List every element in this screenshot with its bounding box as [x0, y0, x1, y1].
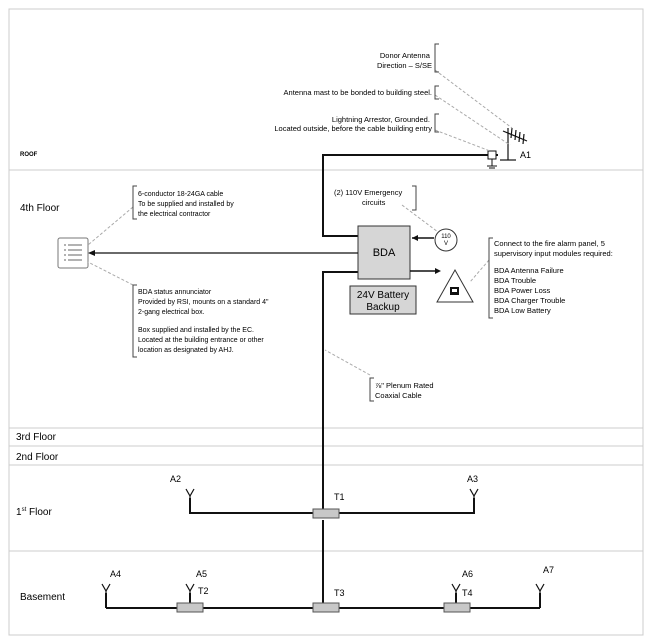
antenna-label-A6: A6 [462, 569, 473, 579]
antenna-A2 [185, 488, 195, 500]
floor-label-roof: ROOF [20, 152, 38, 158]
tap-label-T4: T4 [462, 588, 473, 598]
floor-label-basement: Basement [20, 592, 65, 603]
donor-antenna-label: A1 [520, 150, 531, 160]
tap-label-T2: T2 [198, 586, 209, 596]
fire-alarm-icon [436, 268, 474, 303]
coax-trunk [105, 154, 541, 609]
antenna-A5 [185, 583, 195, 595]
tap-label-T1: T1 [334, 492, 345, 502]
callout-coax: ⅞" Plenum Rated Coaxial Cable [375, 381, 436, 400]
annunciator-icon [57, 237, 89, 269]
callout-mast: Antenna mast to be bonded to building st… [284, 88, 432, 97]
power-outlet-icon [434, 228, 458, 252]
tap-T1 [312, 508, 340, 519]
callout-fire-alarm: Connect to the fire alarm panel, 5 super… [494, 239, 615, 315]
antenna-label-A5: A5 [196, 569, 207, 579]
antenna-A6 [451, 583, 461, 595]
callout-leaders [87, 69, 513, 376]
antenna-label-A7: A7 [543, 565, 554, 575]
floor-label-2nd: 2nd Floor [16, 452, 59, 463]
callout-annunciator: BDA status annunciator Provided by RSI, … [138, 289, 270, 316]
callout-box: Box supplied and installed by the EC. Lo… [138, 327, 266, 354]
floor-dividers [9, 169, 643, 552]
tap-T4 [443, 602, 471, 613]
battery-box [349, 285, 417, 315]
antenna-label-A4: A4 [110, 569, 121, 579]
antenna-A3 [469, 488, 479, 500]
battery-label-2: Backup [366, 302, 400, 313]
antenna-label-A2: A2 [170, 474, 181, 484]
bda-label: BDA [373, 247, 396, 259]
battery-label-1: 24V Battery [357, 290, 409, 301]
tap-label-T3: T3 [334, 588, 345, 598]
floor-label-1st: 1st Floor [16, 507, 52, 518]
floor-label-4th: 4th Floor [20, 203, 60, 214]
floor-label-3rd: 3rd Floor [16, 432, 57, 443]
tap-T2 [176, 602, 204, 613]
antenna-label-A3: A3 [467, 474, 478, 484]
callout-arrestor: Lightning Arrestor, Grounded. Located ou… [274, 115, 432, 133]
callout-donor-antenna: Donor Antenna Direction – S/SE [377, 51, 432, 70]
diagram-frame [8, 8, 644, 636]
callout-cable: 6-conductor 18-24GA cable To be supplied… [138, 191, 236, 218]
antenna-A7 [535, 583, 545, 595]
antenna-A4 [101, 583, 111, 595]
lightning-arrestor-icon [487, 150, 497, 169]
callout-emergency: (2) 110V Emergency circuits [334, 188, 404, 207]
tap-T3 [312, 602, 340, 613]
